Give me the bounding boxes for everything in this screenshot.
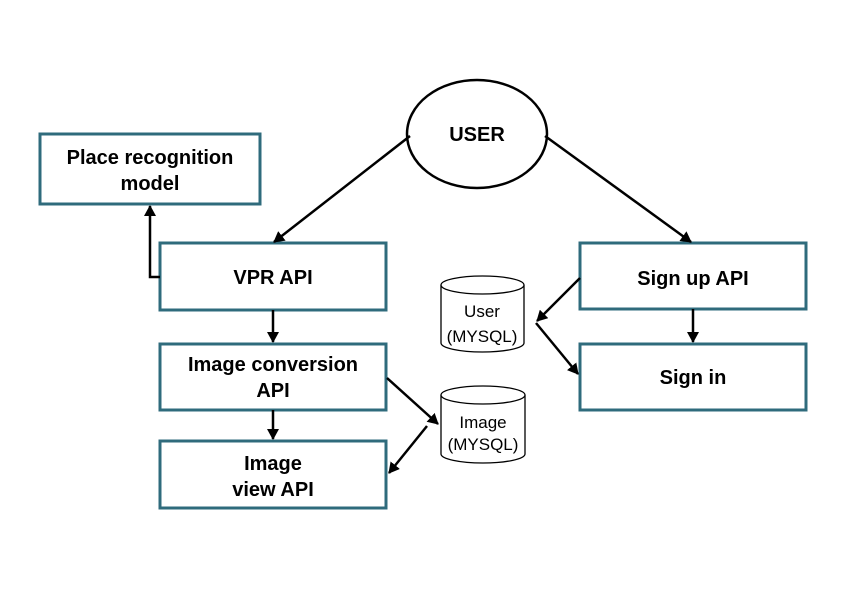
arrow-user-to-vpr-api — [273, 135, 411, 243]
user-db-label-line2: (MYSQL) — [447, 327, 518, 346]
image-db-label-line2: (MYSQL) — [448, 435, 519, 454]
sign-in-label: Sign in — [660, 367, 727, 389]
sign-up-api-box: Sign up API — [578, 241, 808, 311]
place-recognition-label-line2: model — [121, 173, 180, 195]
vpr-api-label: VPR API — [233, 267, 312, 289]
sign-up-label: Sign up API — [637, 268, 748, 290]
arrow-image-db-to-image-view — [388, 425, 428, 474]
user-database-cylinder: User (MYSQL) — [440, 275, 525, 353]
user-label: USER — [449, 124, 505, 146]
place-recognition-label-line1: Place recognition — [67, 147, 234, 169]
arrow-vpr-api-to-place-recognition — [144, 205, 160, 279]
sign-in-box: Sign in — [578, 342, 808, 412]
image-conversion-label-line2: API — [256, 380, 289, 402]
arrow-user-to-sign-up-api — [544, 134, 692, 244]
image-db-label-line1: Image — [459, 413, 506, 432]
arrow-user-db-to-sign-in — [535, 322, 579, 375]
image-view-label-line1: Image — [244, 453, 302, 475]
image-conversion-label-line1: Image conversion — [188, 354, 358, 376]
image-database-cylinder: Image (MYSQL) — [440, 385, 526, 464]
user-db-label-line1: User — [464, 302, 500, 321]
user-node: USER — [405, 78, 549, 190]
image-conversion-api-box: Image conversion API — [158, 342, 388, 412]
arrow-image-conversion-to-image-db — [386, 377, 439, 425]
image-view-api-box: Image view API — [158, 439, 388, 510]
vpr-api-box: VPR API — [158, 241, 388, 312]
image-view-label-line2: view API — [232, 479, 314, 501]
place-recognition-model-box: Place recognition model — [38, 132, 262, 206]
arrow-sign-up-to-user-db — [536, 277, 581, 322]
